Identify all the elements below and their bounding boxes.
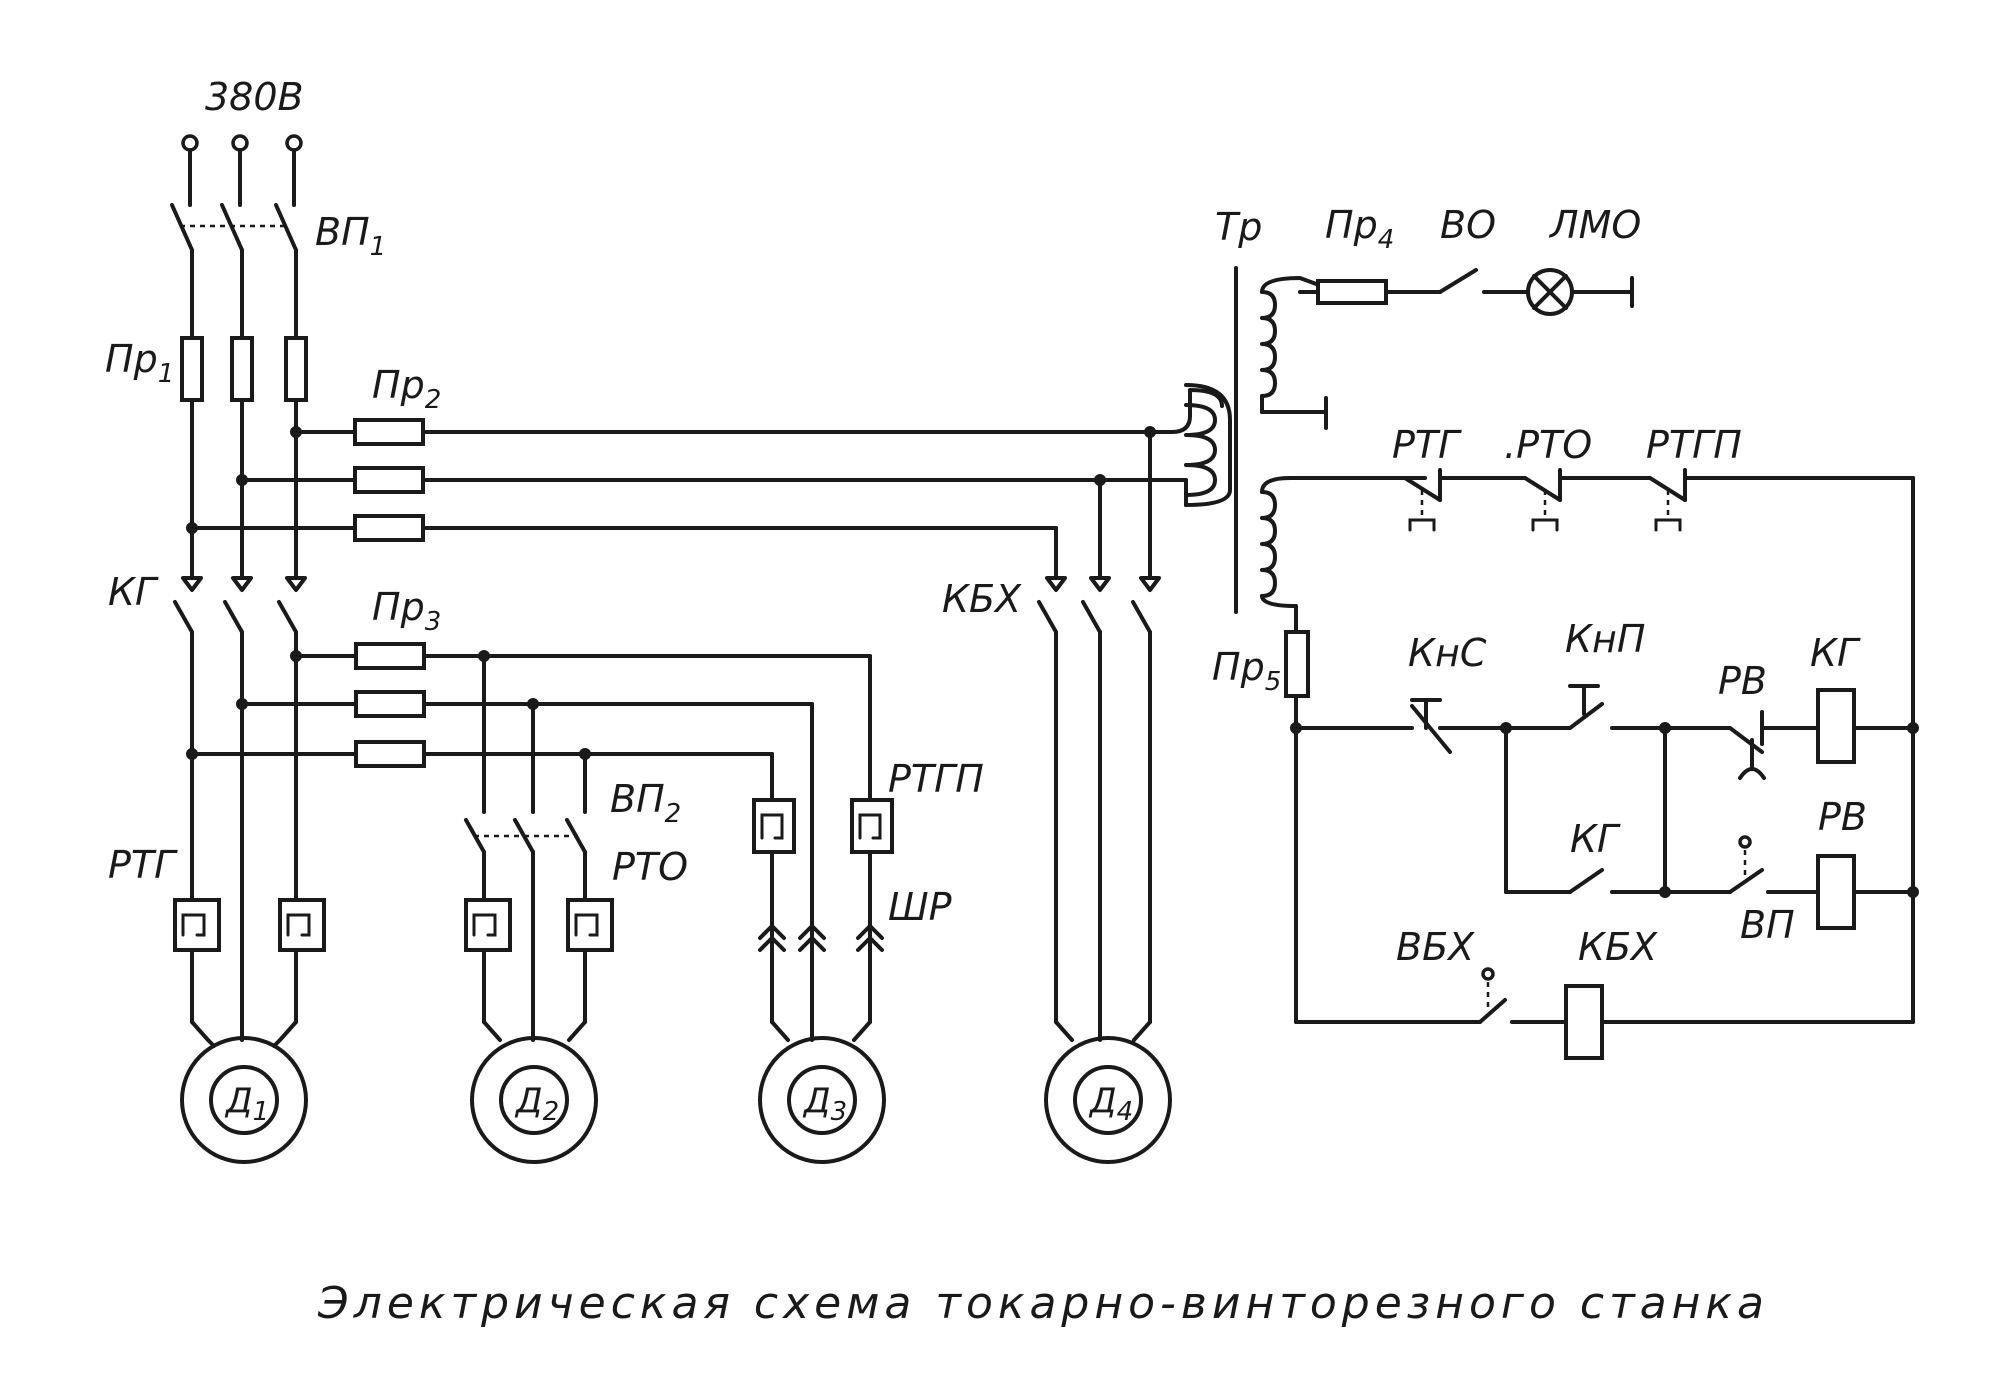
lighting-circuit	[1298, 268, 1634, 316]
kbh-coil-label: КБХ	[1578, 925, 1658, 969]
control-left-rail	[1284, 630, 1482, 1024]
rtg-left-label: РТГ	[108, 843, 178, 887]
motor-d3	[758, 1036, 886, 1164]
vp1-label: ВП1	[315, 210, 386, 262]
knc-label: КнС	[1408, 631, 1487, 675]
vp-contact-label: ВП	[1740, 903, 1795, 947]
kbx-feed	[1054, 426, 1188, 580]
rtgp-mid-label: РТГП	[888, 757, 984, 801]
shr-label: ШР	[888, 885, 952, 929]
kg-contact-label: КГ	[1570, 817, 1621, 861]
rtgp-top-label: РТГП	[1646, 423, 1742, 467]
rtg-top-label: РТГ	[1392, 423, 1462, 467]
rv-contact-label: РВ	[1718, 659, 1767, 703]
kbh-label: КБХ	[942, 577, 1022, 621]
rto-mid-label: РТО	[612, 845, 688, 889]
lmo-label: ЛМО	[1548, 203, 1641, 247]
pr1-label: Пр1	[105, 337, 174, 389]
diagram-caption: Электрическая схема токарно-винторезного…	[317, 1278, 1769, 1329]
control-row-1	[1294, 684, 1919, 780]
branch-pr2	[186, 418, 1152, 542]
contactor-kg	[173, 576, 307, 634]
rv-coil-label: РВ	[1818, 795, 1867, 839]
motor-d1-label: Д1	[224, 1081, 269, 1127]
motor-d2-label: Д2	[514, 1081, 559, 1127]
pr2-label: Пр2	[372, 363, 441, 415]
vo-label: ВО	[1440, 203, 1496, 247]
knp-label: КнП	[1565, 617, 1645, 661]
transformer-tr	[1170, 266, 1407, 632]
control-row-2	[1504, 726, 1919, 930]
contactor-kbx	[1037, 576, 1161, 1042]
control-row-3	[1478, 967, 1915, 1060]
motor-d4-label: Д4	[1088, 1081, 1133, 1127]
motor-d3-label: Д3	[802, 1081, 847, 1127]
motor-d1	[180, 1036, 308, 1164]
motor-d2-circuit	[464, 654, 614, 1042]
fuses-pr1	[180, 336, 308, 402]
motor-d3-circuit	[752, 654, 894, 1042]
motor-d1-circuit	[173, 630, 326, 1042]
branch-pr3	[186, 642, 872, 768]
motor-d2	[470, 1036, 598, 1164]
supply-terminals	[181, 134, 303, 207]
rto-top-label: .РТО	[1504, 423, 1592, 467]
supply-voltage-label: 380В	[205, 75, 304, 119]
thermal-contacts	[1403, 468, 1915, 532]
vbh-label: ВБХ	[1396, 925, 1475, 969]
tr-label: Тр	[1215, 205, 1262, 249]
motor-d4	[1044, 1036, 1172, 1164]
pr4-label: Пр4	[1325, 203, 1394, 255]
main-switch-vp1	[170, 203, 298, 272]
kg-main-label: КГ	[108, 570, 159, 614]
pr3-label: Пр3	[372, 585, 441, 637]
pr5-label: Пр5	[1212, 645, 1281, 697]
vp2-label: ВП2	[610, 777, 681, 829]
kg-coil-label: КГ	[1810, 631, 1861, 675]
